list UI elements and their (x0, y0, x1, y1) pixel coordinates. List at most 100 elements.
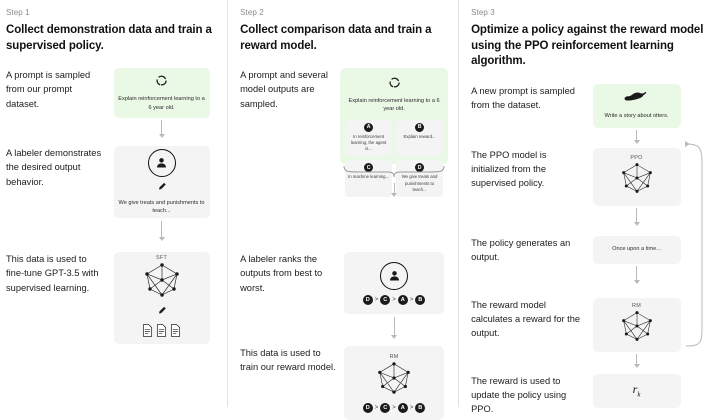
rank-item: B (415, 402, 426, 413)
ranking-row: D > C > A > B (362, 294, 426, 305)
brace-icon (342, 165, 446, 183)
documents-group (142, 323, 181, 342)
step-3-desc-1: A new prompt is sampled from the dataset… (471, 85, 575, 110)
model-outputs-grid: A In reinforcement learning, the agent i… (340, 119, 448, 198)
greater-than-icon: > (374, 296, 379, 303)
output-option-b[interactable]: B Explain reward... (396, 119, 444, 157)
option-text: In reinforcement learning, the agent is.… (350, 133, 387, 152)
column-divider-2 (458, 0, 460, 407)
greater-than-icon: > (374, 404, 379, 411)
step-3-title: Optimize a policy against the reward mod… (471, 24, 704, 68)
prompt-card[interactable]: Explain reinforcement learning to a 6 ye… (113, 68, 210, 119)
rank-item: A (397, 402, 408, 413)
generated-output-text: Once upon a time... (612, 246, 661, 253)
rank-item: C (380, 402, 391, 413)
step-3-viz-5: rk (583, 373, 710, 408)
step-2-column: Step 2 Collect comparison data and train… (228, 0, 458, 420)
rank-item: B (415, 294, 426, 305)
step-3-row-1: A new prompt is sampled from the dataset… (471, 83, 710, 148)
labeler-card[interactable]: We give treats and punishments to teach.… (113, 146, 210, 219)
step-1-row-3: This data is used to fine-tune GPT-3.5 w… (6, 252, 217, 345)
step-2-label: Step 2 (240, 8, 264, 17)
reward-value-card[interactable]: rk (592, 373, 681, 408)
step-3-row-4: The reward model calculates a reward for… (471, 297, 710, 374)
arrow-down-icon (632, 129, 641, 144)
document-icon (142, 323, 153, 342)
prompt-card-text: Explain reinforcement learning to a 6 ye… (118, 96, 205, 111)
feedback-loop-arrow-icon (685, 140, 703, 347)
option-letter: A (364, 122, 374, 132)
rm-tag: RM (632, 302, 642, 309)
labeler-rank-card[interactable]: D > C > A > B (344, 252, 445, 315)
step-2-row-1: A prompt and several model outputs are s… (240, 68, 449, 252)
step-3-row-3: The policy generates an output. Once upo… (471, 235, 710, 298)
step-2-viz-2: D > C > A > B (340, 252, 448, 340)
arrow-down-icon (632, 265, 641, 284)
greater-than-icon: > (392, 404, 396, 411)
step-2-viz-1: Explain reinforcement learning to a 6 ye… (340, 68, 449, 198)
prompt-card[interactable]: Explain reinforcement learning to a 6 ye… (340, 68, 449, 198)
reward-subscript: k (637, 390, 641, 399)
sft-tag: SFT (155, 254, 168, 261)
person-icon (380, 261, 409, 290)
neural-network-icon (372, 361, 416, 400)
arrow-down-icon (632, 353, 641, 368)
recycle-icon (155, 74, 168, 92)
column-divider-1 (227, 0, 229, 407)
step-1-desc-3: This data is used to fine-tune GPT-3.5 w… (6, 254, 99, 293)
arrow-down-icon (390, 317, 399, 340)
reward-model-card[interactable]: RM (344, 346, 445, 420)
step-1-column: Step 1 Collect demonstration data and tr… (0, 0, 227, 407)
greater-than-icon: > (409, 296, 414, 303)
step-3-viz-4: RM (583, 297, 710, 368)
step-2-rows: A prompt and several model outputs are s… (240, 68, 449, 420)
step-2-desc-2: A labeler ranks the outputs from best to… (240, 254, 323, 293)
option-letter: B (415, 122, 425, 132)
arrow-down-icon (390, 183, 399, 198)
rank-item: A (397, 294, 408, 305)
output-option-c[interactable]: C In machine learning... (345, 160, 393, 198)
step-3-row-2: The PPO model is initialized from the su… (471, 147, 710, 236)
step-1-label: Step 1 (6, 8, 30, 17)
step-3-desc-5: The reward is used to update the policy … (471, 375, 567, 415)
step-1-viz-2: We give treats and punishments to teach.… (106, 146, 217, 242)
step-2-desc-1: A prompt and several model outputs are s… (240, 70, 328, 109)
ranking-row: D > C > A > B (362, 402, 426, 413)
ppo-tag: PPO (630, 154, 643, 161)
step-2-row-2: A labeler ranks the outputs from best to… (240, 252, 448, 346)
output-option-d[interactable]: D We give treats and punishments to teac… (396, 160, 444, 198)
step-1-row-2: A labeler demonstrates the desired outpu… (6, 146, 217, 252)
pen-icon (157, 179, 167, 197)
rank-item: D (362, 294, 373, 305)
reward-symbol: r (632, 382, 638, 397)
step-3-viz-2: PPO (583, 147, 710, 226)
step-1-title: Collect demonstration data and train a s… (6, 24, 212, 52)
ppo-model-card[interactable]: PPO (592, 147, 681, 206)
option-letter: C (364, 163, 374, 173)
labeler-card-text: We give treats and punishments to teach.… (118, 199, 205, 215)
option-letter: D (415, 163, 425, 173)
pen-icon (157, 303, 167, 321)
reward-formula: rk (633, 382, 641, 398)
reward-model-card[interactable]: RM (592, 297, 681, 352)
option-text: Explain reward... (403, 133, 436, 139)
step-1-desc-2: A labeler demonstrates the desired outpu… (6, 148, 102, 187)
generated-output-card[interactable]: Once upon a time... (592, 235, 681, 264)
step-1-desc-1: A prompt is sampled from our prompt data… (6, 70, 91, 109)
step-2-title: Collect comparison data and train a rewa… (240, 24, 432, 52)
step-2-row-3: This data is used to train our reward mo… (240, 346, 448, 420)
output-option-a[interactable]: A In reinforcement learning, the agent i… (345, 119, 393, 157)
step-3-desc-2: The PPO model is initialized from the su… (471, 149, 547, 189)
sft-model-card[interactable]: SFT (113, 252, 210, 345)
step-3-viz-3: Once upon a time... (583, 235, 710, 284)
option-text: In machine learning... (348, 174, 390, 180)
arrow-down-icon (157, 120, 166, 139)
step-3-rows: A new prompt is sampled from the dataset… (471, 83, 710, 417)
step-2-desc-3: This data is used to train our reward mo… (240, 348, 336, 373)
person-icon (147, 148, 176, 177)
step-3-viz-1: Write a story about otters. (583, 83, 710, 144)
step-3-row-5: The reward is used to update the policy … (471, 373, 710, 417)
step-3-column: Step 3 Optimize a policy against the rew… (459, 0, 720, 414)
prompt-card[interactable]: Write a story about otters. (592, 83, 681, 128)
